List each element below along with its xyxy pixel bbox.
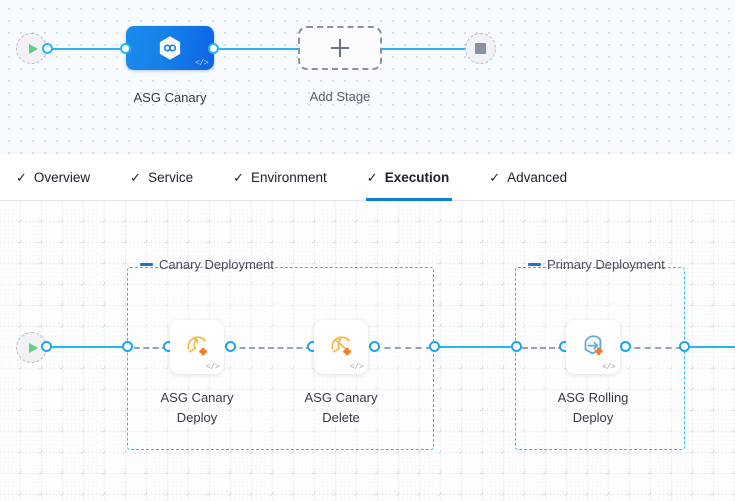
tab-label: Service — [148, 170, 194, 185]
code-glyph-icon: </> — [602, 363, 615, 372]
step-label-line1: ASG Canary — [160, 390, 234, 405]
play-icon — [28, 342, 38, 353]
tab-environment[interactable]: ✓ Environment — [233, 155, 327, 201]
exec-connector-group2-to-next — [686, 346, 735, 348]
step-label-line1: ASG Canary — [304, 390, 378, 405]
step-label-line2: Delete — [322, 410, 360, 426]
tab-execution[interactable]: ✓ Execution — [365, 155, 453, 201]
exec-connector-start-to-group1 — [38, 346, 128, 348]
step-label-line2: Deploy — [176, 410, 218, 426]
step-node-asg-rolling-deploy[interactable]: </> — [566, 320, 620, 374]
step-label-line1: ASG Rolling — [557, 390, 629, 405]
group-title-primary-deployment[interactable]: Primary Deployment — [526, 257, 667, 272]
code-glyph-icon: </> — [350, 363, 363, 372]
group-title-label: Primary Deployment — [547, 257, 665, 272]
group-title-canary-deployment[interactable]: Canary Deployment — [138, 257, 276, 272]
tab-label: Environment — [251, 170, 327, 185]
tab-label: Execution — [384, 170, 450, 185]
group1-output-port[interactable] — [429, 341, 440, 352]
connector-start-to-stage — [38, 48, 138, 50]
plus-icon — [331, 39, 349, 57]
group2-output-port[interactable] — [679, 341, 690, 352]
group2-input-port[interactable] — [511, 341, 522, 352]
add-stage-label: Add Stage — [309, 89, 371, 104]
exec-connector-group1-to-group2 — [436, 346, 518, 348]
stage-input-port[interactable] — [120, 43, 131, 54]
step-node-asg-canary-delete[interactable]: </> — [314, 320, 368, 374]
minus-icon[interactable] — [528, 263, 541, 266]
connector-stage-to-add — [212, 48, 302, 50]
step-label-asg-rolling-deploy: ASG Rolling Deploy — [528, 388, 658, 428]
step2-output-port[interactable] — [369, 341, 380, 352]
stage-label-asg-canary: ASG Canary — [133, 90, 207, 105]
stage-node-asg-canary[interactable]: </> — [126, 26, 214, 70]
execution-start-node[interactable] — [16, 332, 47, 363]
exec-connector-step2-to-group1end — [374, 347, 432, 349]
deployment-hexagon-icon — [156, 34, 184, 62]
asg-rolling-deploy-icon — [576, 328, 610, 367]
play-icon — [28, 43, 38, 54]
start-output-port[interactable] — [42, 43, 53, 54]
step-label-asg-canary-delete: ASG Canary Delete — [276, 388, 406, 428]
add-stage-button[interactable] — [298, 26, 382, 70]
step3-output-port[interactable] — [620, 341, 631, 352]
tab-service[interactable]: ✓ Service — [130, 155, 193, 201]
check-icon: ✓ — [16, 170, 27, 185]
check-icon: ✓ — [130, 170, 142, 185]
step-label-line2: Deploy — [572, 410, 614, 426]
exec-start-output-port[interactable] — [41, 341, 52, 352]
stop-icon — [475, 43, 486, 54]
pipeline-end-node[interactable] — [465, 33, 496, 64]
asg-canary-deploy-icon — [180, 328, 214, 367]
group-title-label: Canary Deployment — [159, 257, 274, 272]
group1-input-port[interactable] — [122, 341, 133, 352]
tab-overview[interactable]: ✓ Overview — [16, 155, 90, 201]
tab-label: Overview — [33, 170, 91, 185]
stage-output-port[interactable] — [208, 43, 219, 54]
tab-label: Advanced — [507, 170, 568, 185]
step-label-asg-canary-deploy: ASG Canary Deploy — [132, 388, 262, 428]
check-icon: ✓ — [233, 170, 244, 185]
pipeline-start-node[interactable] — [16, 33, 47, 64]
step-node-asg-canary-deploy[interactable]: </> — [170, 320, 224, 374]
check-icon: ✓ — [366, 170, 378, 185]
exec-connector-step1-to-step2 — [230, 347, 312, 349]
connector-add-to-end — [378, 48, 470, 50]
code-glyph-icon: </> — [195, 59, 208, 68]
code-glyph-icon: </> — [206, 363, 219, 372]
exec-connector-group1-to-step1 — [134, 347, 168, 349]
tab-advanced[interactable]: ✓ Advanced — [489, 155, 567, 201]
stage-canvas[interactable]: </> ASG Canary Add Stage — [0, 0, 735, 155]
stage-config-tabs[interactable]: ✓ Overview ✓ Service ✓ Environment ✓ Exe… — [0, 155, 735, 201]
exec-connector-step3-to-group2end — [624, 347, 682, 349]
check-icon: ✓ — [489, 170, 501, 185]
asg-canary-delete-icon — [324, 328, 358, 367]
step1-output-port[interactable] — [225, 341, 236, 352]
minus-icon[interactable] — [140, 263, 153, 266]
exec-connector-group2-to-step3 — [522, 347, 564, 349]
